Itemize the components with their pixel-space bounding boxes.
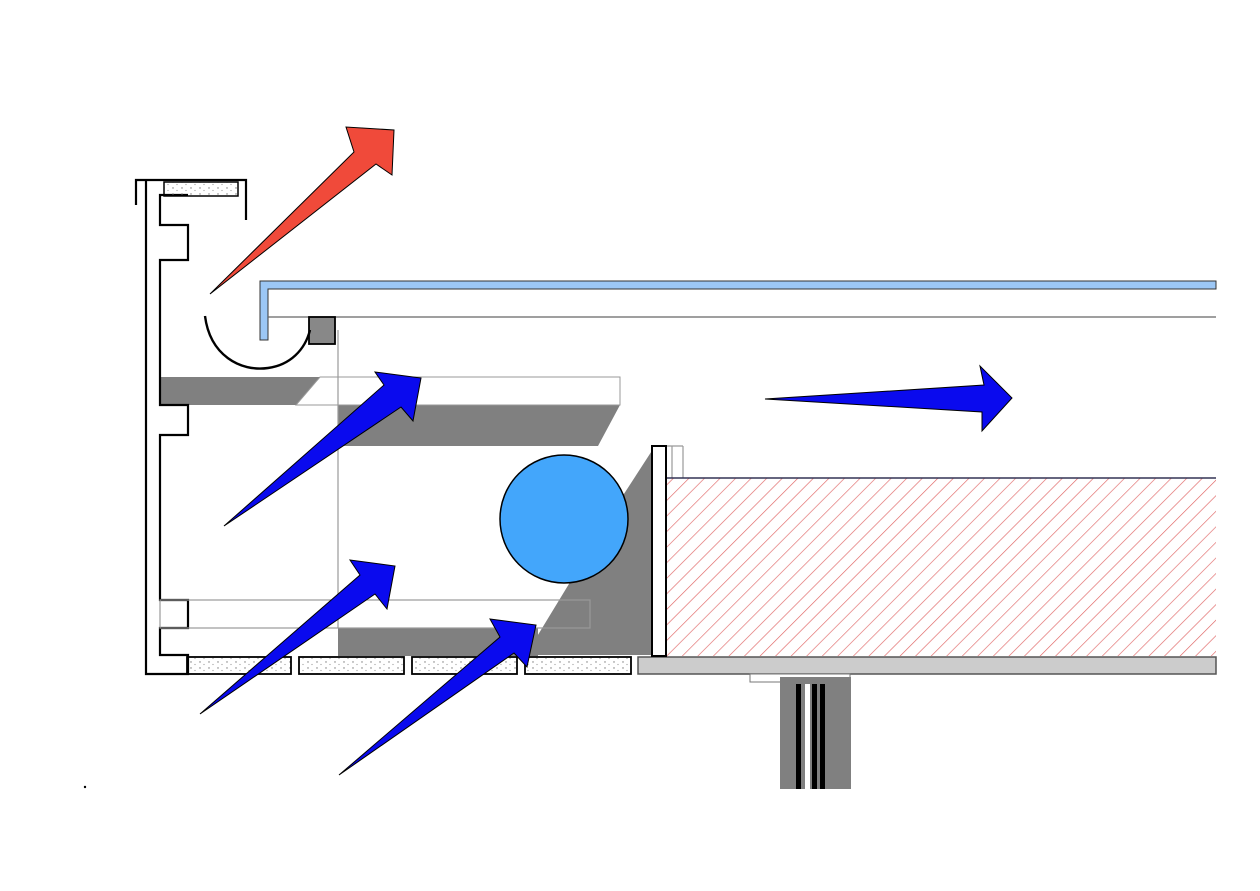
supply-arrow-lower: [338, 618, 537, 776]
pipe-circle: [499, 454, 629, 584]
supply-arrow-horizontal: [764, 364, 1013, 433]
panel-blue-band: [259, 280, 1217, 341]
gutter-curve: [203, 315, 312, 370]
chamber-lines: [159, 330, 684, 629]
fixing-block: [308, 316, 336, 345]
upper-beam-highlight: [294, 376, 621, 406]
dotted-panel-4: [524, 656, 632, 675]
top-panel: [259, 280, 1217, 341]
dotted-panel-2: [298, 656, 405, 675]
support-column: [749, 673, 851, 789]
supply-arrow-upper: [223, 371, 422, 527]
base-slab: [186, 656, 1217, 675]
supply-arrow-middle: [199, 559, 396, 715]
exhaust-arrow: [209, 126, 395, 295]
hatched-insulation: [667, 477, 1216, 656]
wall-cap-insulation: [163, 181, 239, 197]
vertical-post: [651, 445, 667, 657]
stray-dot: [83, 785, 87, 789]
floor-slab: [637, 656, 1217, 675]
